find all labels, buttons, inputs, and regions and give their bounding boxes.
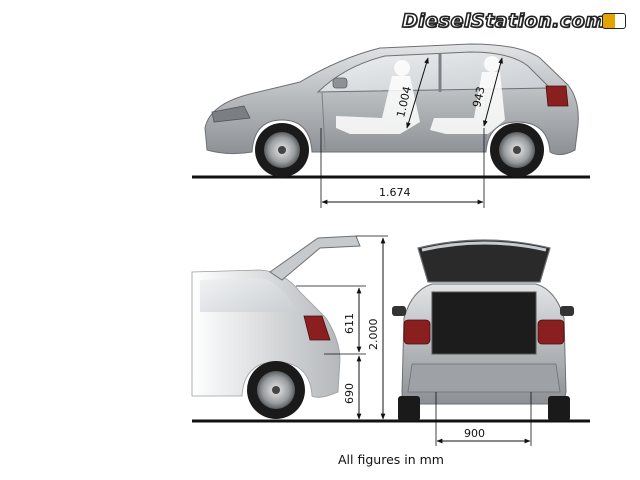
units-caption: All figures in mm bbox=[338, 452, 444, 467]
mirror-right bbox=[560, 306, 574, 316]
logo-badge-icon bbox=[602, 13, 626, 29]
mirror-left bbox=[392, 306, 406, 316]
headroom-rear-arrow bbox=[483, 57, 503, 127]
tailgate-height-label: 2.000 bbox=[367, 319, 380, 351]
side-mirror bbox=[332, 77, 348, 89]
logo-text: DieselStation.com bbox=[401, 9, 606, 33]
tail-lamp bbox=[545, 85, 569, 107]
rear-view: 900 bbox=[392, 239, 574, 446]
rear-quarter-window bbox=[200, 278, 300, 312]
headroom-rear-label: 943 bbox=[470, 85, 487, 108]
rear-side-view: 2.000 611 690 bbox=[191, 235, 590, 423]
front-wheel bbox=[255, 123, 309, 177]
rear-bumper bbox=[407, 363, 561, 393]
door-line bbox=[321, 91, 326, 151]
rear-side-wheel bbox=[247, 361, 305, 419]
headlamp bbox=[211, 105, 251, 123]
headroom-front-arrow bbox=[406, 57, 429, 129]
rear-wheel bbox=[490, 123, 544, 177]
dieselstation-logo: DieselStation.com bbox=[398, 9, 630, 33]
sill-height-label: 690 bbox=[343, 383, 356, 404]
side-view: 1.004 943 1.674 bbox=[192, 43, 590, 208]
rear-tyre-left bbox=[398, 396, 420, 421]
tail-lamp-side bbox=[303, 315, 331, 341]
cargo-opening bbox=[431, 291, 537, 355]
open-tailgate bbox=[269, 235, 361, 281]
tailgate-frame bbox=[421, 241, 547, 252]
wheelbase-label: 1.674 bbox=[379, 186, 411, 199]
tail-lamp-left bbox=[403, 319, 431, 345]
opening-height-label: 611 bbox=[343, 313, 356, 334]
tail-lamp-right bbox=[537, 319, 565, 345]
rear-tyre-right bbox=[548, 396, 570, 421]
raised-tailgate bbox=[417, 239, 551, 283]
opening-width-label: 900 bbox=[464, 427, 485, 440]
